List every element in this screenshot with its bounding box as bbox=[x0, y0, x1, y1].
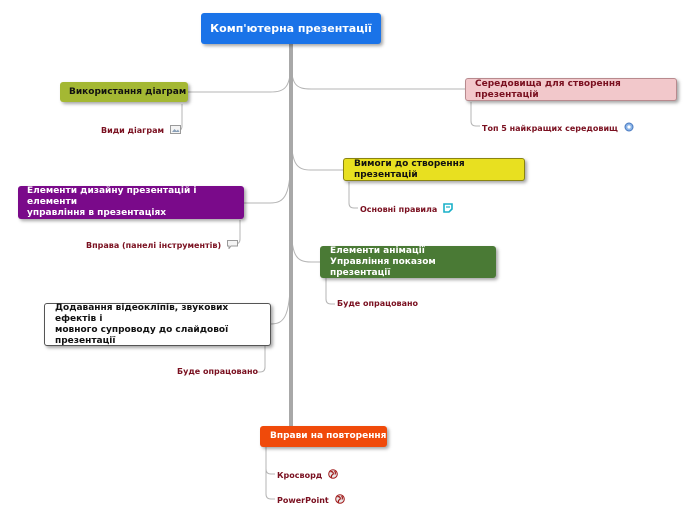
subtopic-design-exercise[interactable]: Вправа (панелі інструментів) bbox=[86, 240, 239, 252]
subtopic-label: Топ 5 найкращих середовищ bbox=[482, 123, 618, 133]
subtopic-label: PowerPoint bbox=[277, 495, 329, 505]
connector-sub-media bbox=[256, 346, 266, 373]
topic-requirements-label: Вимоги до створення презентацій bbox=[354, 158, 465, 180]
topic-animation[interactable]: Елементи анімації Управління показом пре… bbox=[320, 246, 496, 278]
connector-sub-requirements bbox=[348, 182, 358, 209]
connector-environments bbox=[290, 59, 465, 90]
topic-diagrams-label: Використання діаграм bbox=[69, 86, 187, 97]
topic-environments[interactable]: Середовища для створення презентацій bbox=[465, 78, 677, 101]
topic-requirements[interactable]: Вимоги до створення презентацій bbox=[343, 158, 525, 181]
image-icon bbox=[170, 125, 181, 137]
connector-media bbox=[269, 259, 292, 325]
subtopic-review-crossword[interactable]: Кросворд bbox=[277, 469, 339, 482]
subtopic-label: Види діаграм bbox=[101, 126, 164, 135]
connector-animation bbox=[290, 219, 320, 263]
connector-sub-environments bbox=[470, 102, 480, 127]
subtopic-label: Вправа (панелі інструментів) bbox=[86, 241, 222, 250]
topic-review[interactable]: Вправи на повторення bbox=[260, 426, 387, 447]
subtopic-review-powerpoint[interactable]: PowerPoint bbox=[277, 494, 345, 507]
connector-diagrams bbox=[188, 59, 292, 93]
settings-icon bbox=[624, 122, 634, 135]
topic-media[interactable]: Додавання відеокліпів, звукових ефектів … bbox=[44, 303, 271, 346]
note-icon bbox=[443, 203, 454, 216]
subtopic-label: Буде опрацовано bbox=[177, 367, 259, 376]
connector-sub-animation bbox=[325, 278, 335, 305]
topic-design-label: Елементи дизайну презентацій і елементи … bbox=[27, 186, 197, 218]
subtopic-label: Кросворд bbox=[277, 470, 323, 480]
topic-review-label: Вправи на повторення bbox=[270, 431, 387, 441]
topic-media-label: Додавання відеокліпів, звукових ефектів … bbox=[55, 302, 229, 346]
topic-environments-label: Середовища для створення презентацій bbox=[475, 78, 621, 100]
subtopic-requirements-rules[interactable]: Основні правила bbox=[360, 203, 454, 216]
subtopic-animation-pending[interactable]: Буде опрацовано bbox=[337, 299, 418, 309]
connector-sub-review-2 bbox=[265, 447, 275, 500]
subtopic-diagrams-types[interactable]: Види діаграм bbox=[101, 125, 181, 137]
topic-design[interactable]: Елементи дизайну презентацій і елементи … bbox=[18, 186, 244, 219]
connector-sub-review-1 bbox=[265, 447, 275, 475]
topic-animation-label: Елементи анімації Управління показом пре… bbox=[330, 245, 436, 278]
subtopic-media-pending[interactable]: Буде опрацовано bbox=[177, 367, 258, 377]
comment-icon bbox=[227, 240, 239, 252]
globe-icon bbox=[328, 469, 339, 482]
connector-design bbox=[244, 149, 292, 204]
root-topic-label: Комп'ютерна презентації bbox=[210, 22, 372, 35]
connector-requirements bbox=[290, 129, 343, 171]
globe-icon bbox=[334, 494, 345, 507]
root-topic[interactable]: Комп'ютерна презентації bbox=[201, 13, 381, 44]
subtopic-label: Основні правила bbox=[360, 204, 438, 214]
subtopic-label: Буде опрацовано bbox=[337, 299, 419, 308]
topic-diagrams[interactable]: Використання діаграм bbox=[60, 82, 188, 102]
subtopic-environments-top5[interactable]: Топ 5 найкращих середовищ bbox=[482, 122, 634, 135]
